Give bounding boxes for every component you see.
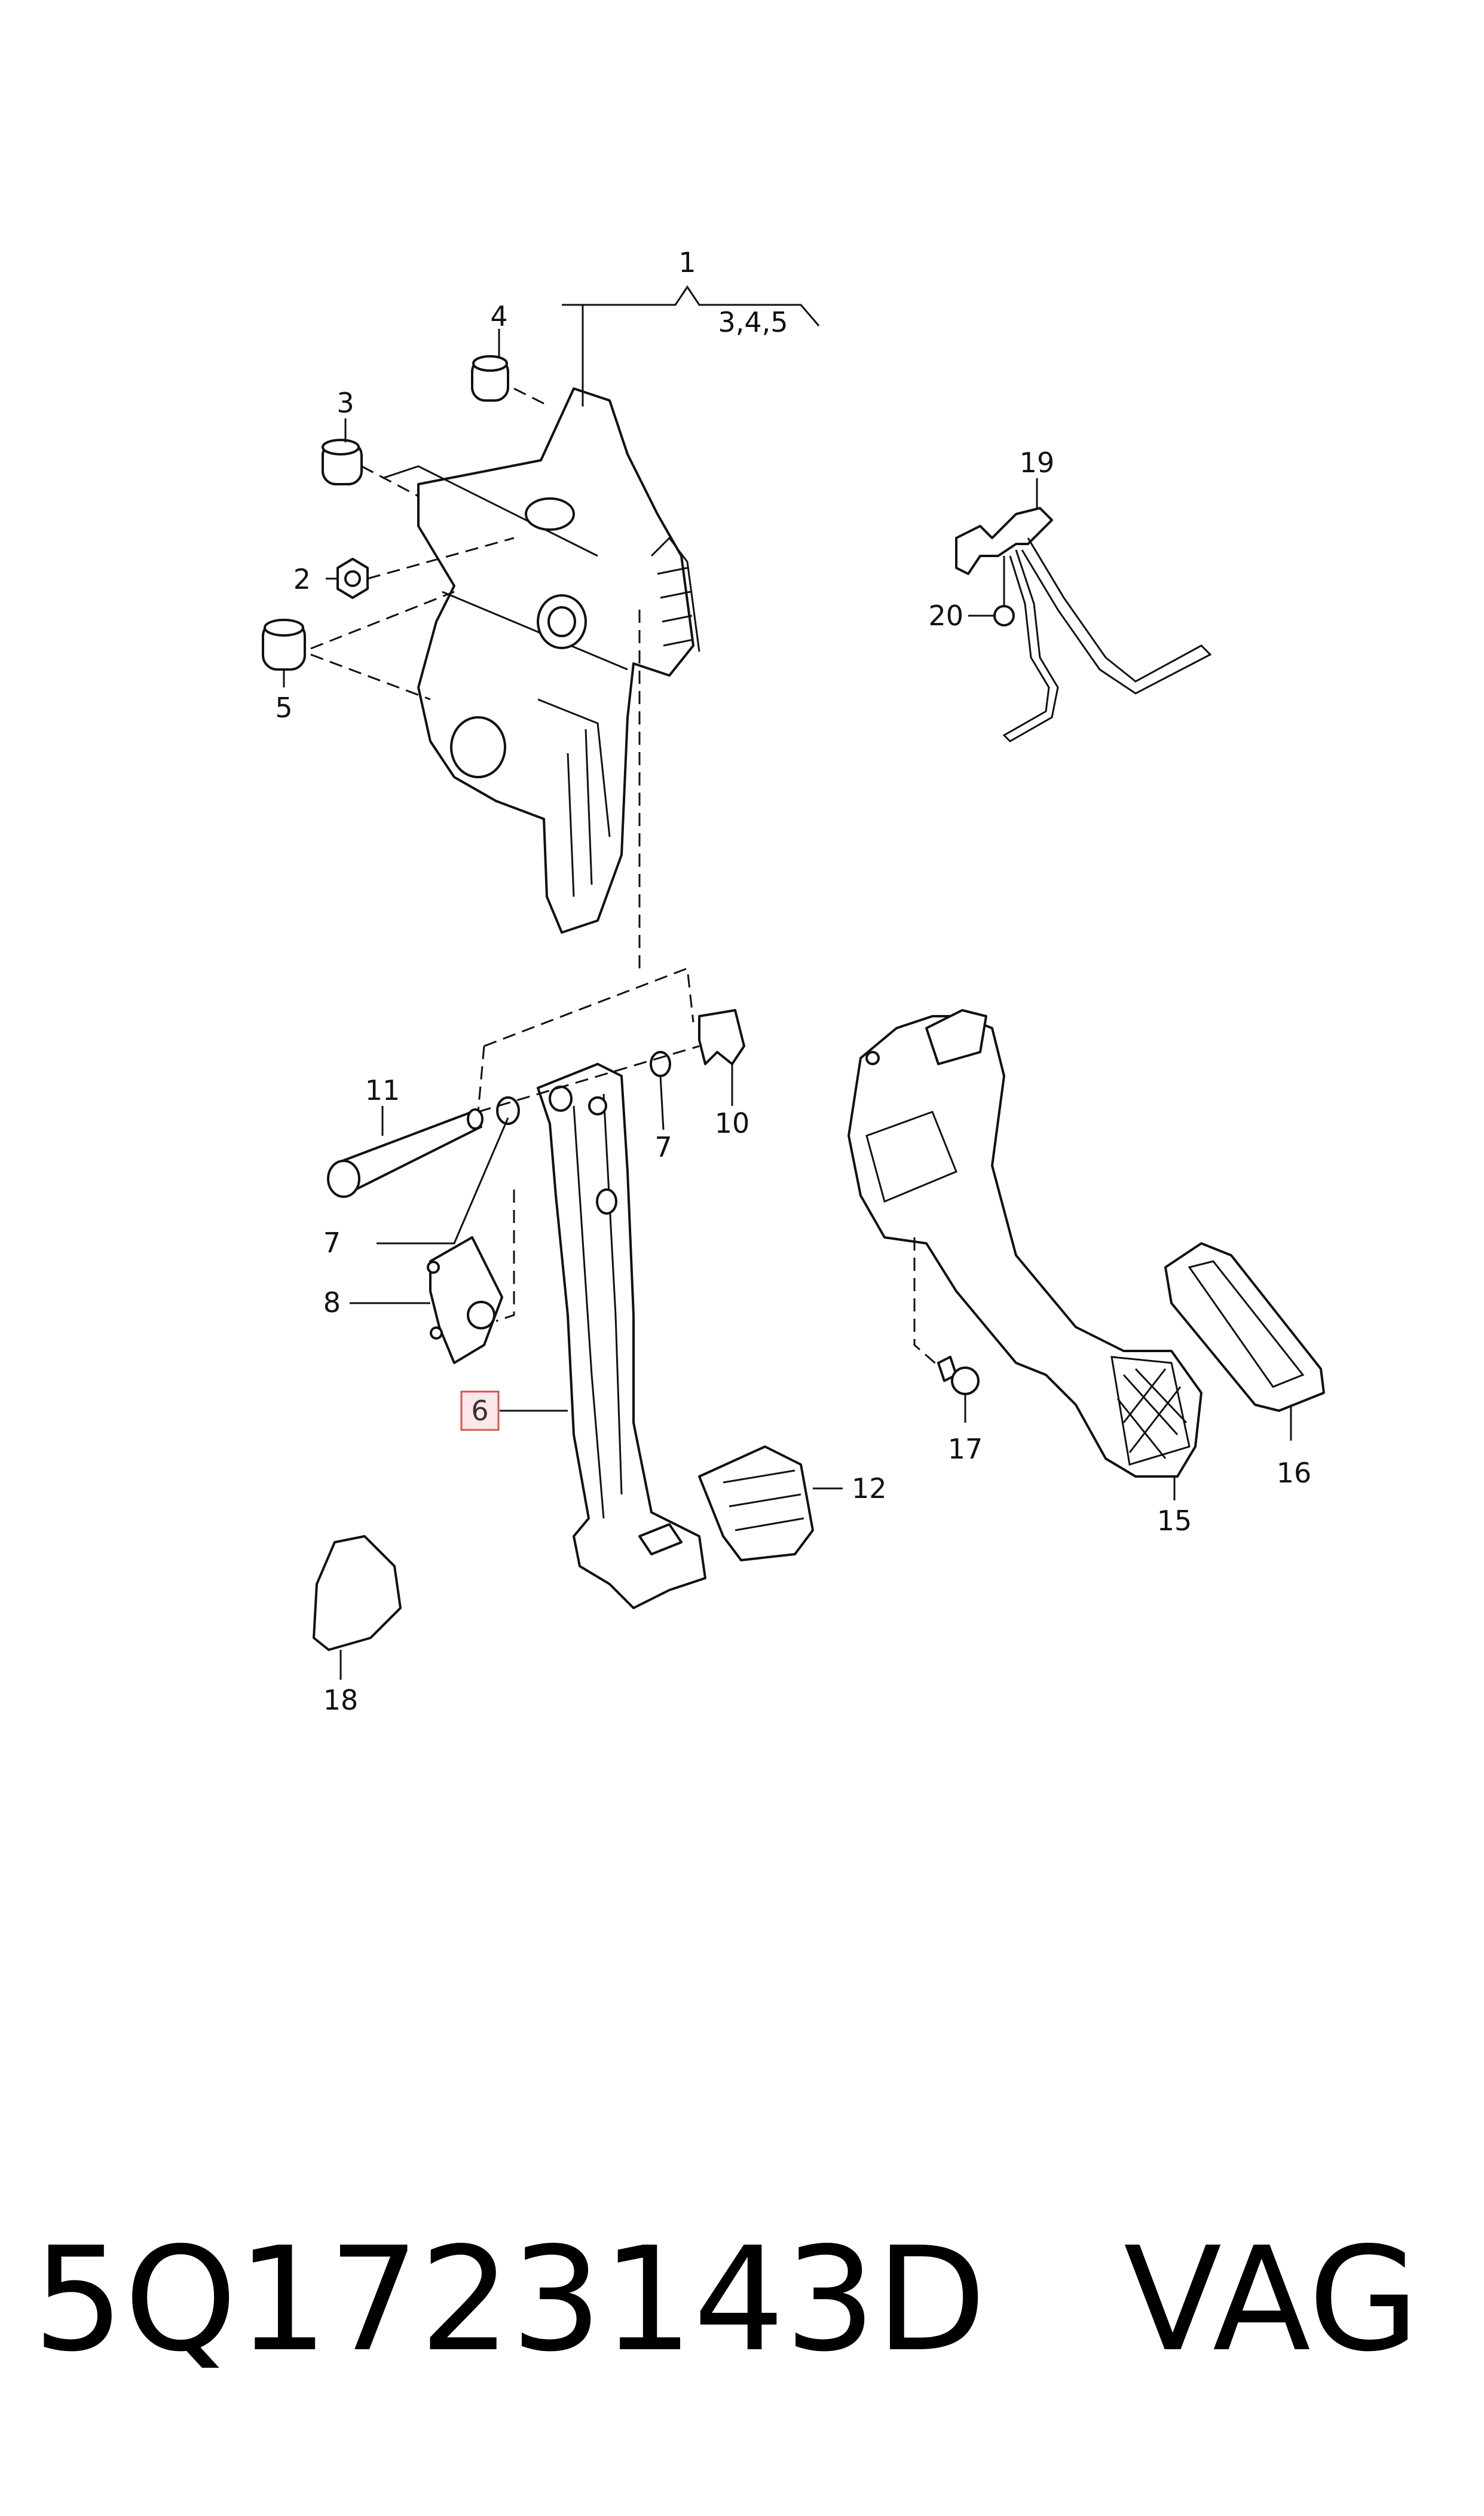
label-1-bracket	[583, 285, 820, 326]
label-5: 5	[275, 692, 292, 724]
bushing-pedal	[549, 1086, 573, 1112]
clip-10	[698, 1009, 745, 1065]
bushing-5	[262, 619, 306, 671]
label-2: 2	[293, 563, 311, 595]
switch-8	[427, 1236, 503, 1364]
pivot-pin-11	[327, 1108, 484, 1198]
label-1-sub: 3,4,5	[718, 306, 788, 338]
label-3: 3	[336, 387, 354, 419]
nut-2	[336, 558, 369, 599]
brake-pedal	[537, 1063, 706, 1609]
label-19: 19	[1020, 447, 1055, 479]
label-16: 16	[1277, 1457, 1312, 1489]
label-7-left: 7	[323, 1227, 341, 1259]
brand-name: VAG	[1124, 2216, 1419, 2383]
label-20: 20	[928, 600, 963, 632]
label-15: 15	[1157, 1505, 1192, 1537]
label-17: 17	[948, 1433, 983, 1465]
bushing-4	[471, 355, 509, 402]
label-7-right: 7	[654, 1131, 672, 1163]
label-18: 18	[323, 1684, 359, 1716]
highlighted-label-6[interactable]: 6	[460, 1390, 500, 1431]
label-4: 4	[490, 300, 507, 332]
accelerator-pad-16	[1164, 1242, 1325, 1412]
part-number: 5Q1723143D	[33, 2216, 986, 2383]
screw-17	[937, 1356, 980, 1395]
label-12: 12	[852, 1472, 887, 1505]
label-11: 11	[365, 1074, 400, 1106]
bracket-19	[955, 507, 1212, 742]
brake-pad-12	[698, 1445, 814, 1561]
label-1: 1	[678, 246, 696, 279]
bushing-3	[322, 439, 363, 485]
label-10: 10	[715, 1107, 750, 1139]
pedal-bracket	[382, 387, 700, 934]
washer-7-right	[650, 1051, 671, 1077]
label-8: 8	[323, 1286, 341, 1319]
accelerator-pedal-15	[847, 1009, 1203, 1478]
label-6: 6	[471, 1395, 488, 1427]
cap-18	[313, 1535, 402, 1651]
screw-20	[993, 556, 1015, 626]
